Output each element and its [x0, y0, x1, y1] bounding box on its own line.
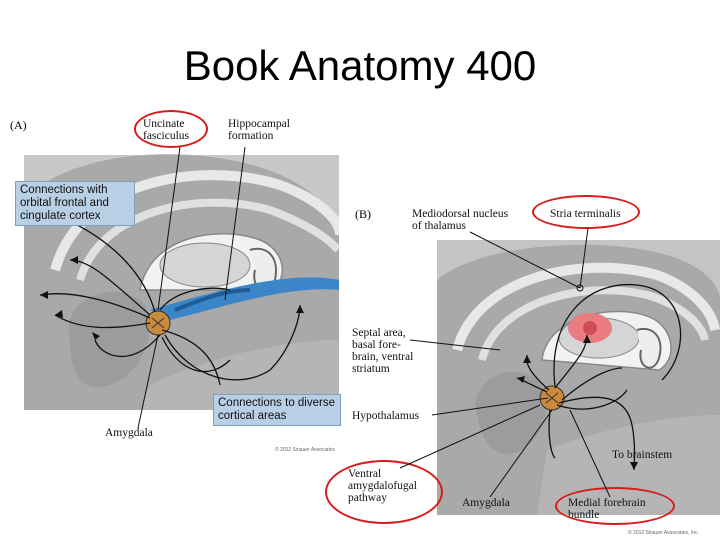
panel-b-illustration: [437, 240, 720, 515]
box-cortical-connections: Connections to diverse cortical areas: [213, 394, 341, 426]
copyright-a: © 2012 Sinauer Associates: [275, 447, 336, 453]
label-amygdala-b: Amygdala: [462, 497, 510, 509]
label-septal-area: Septal area, basal fore- brain, ventral …: [352, 327, 414, 375]
panel-b-letter: (B): [355, 207, 371, 221]
highlight-ring-ventral: [325, 460, 443, 524]
box-orbital-cingulate-connections: Connections with orbital frontal and cin…: [15, 181, 135, 226]
highlight-ring-stria: [532, 195, 640, 229]
highlight-ring-medial: [555, 487, 675, 525]
label-hippocampal-formation: Hippocampal formation: [228, 118, 290, 142]
highlight-ring-uncinate: [134, 110, 208, 148]
panel-a-letter: (A): [10, 118, 27, 132]
label-amygdala-a: Amygdala: [105, 427, 153, 439]
copyright-b: © 2012 Sinauer Associates, Inc.: [628, 530, 699, 536]
label-hypothalamus: Hypothalamus: [352, 410, 420, 422]
label-mediodorsal-nucleus: Mediodorsal nucleus of thalamus: [412, 208, 509, 232]
label-to-brainstem: To brainstem: [612, 449, 673, 461]
slide-title: Book Anatomy 400: [183, 42, 537, 89]
